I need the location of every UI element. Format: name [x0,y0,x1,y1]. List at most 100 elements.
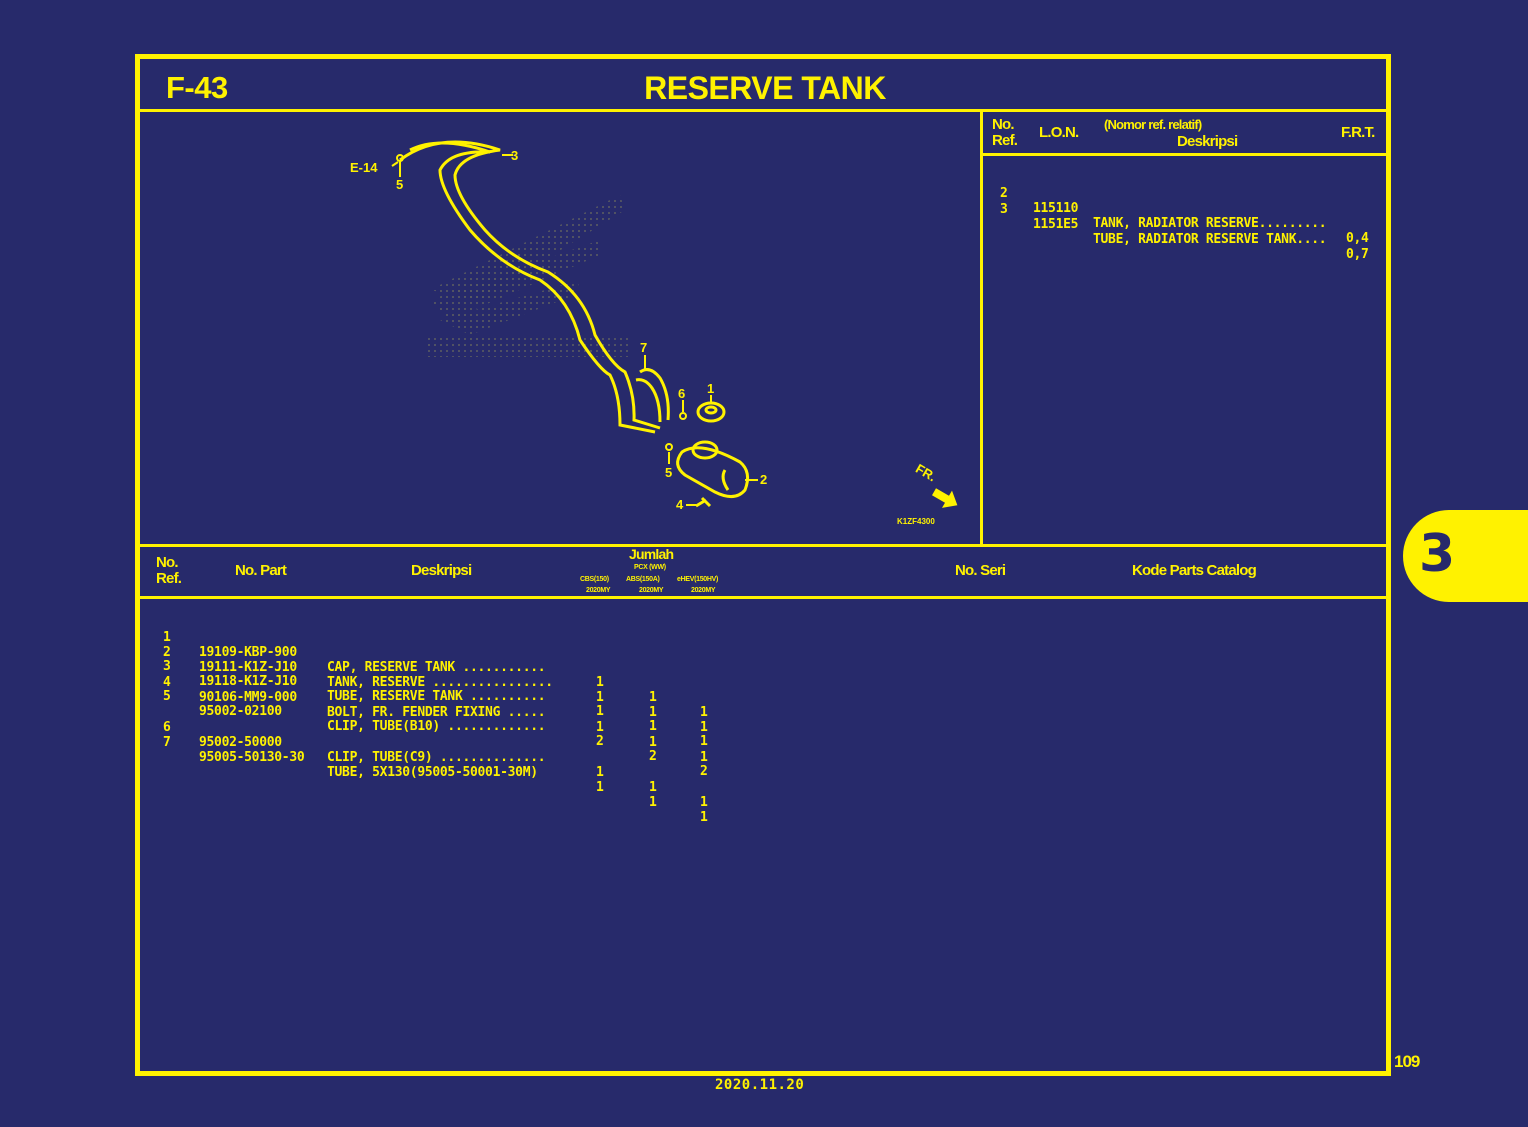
part-qty-abs: 1 [649,719,657,734]
frt-lon: 115110 [1033,201,1079,216]
frt-header-no-ref: No. Ref. [992,116,1018,149]
honda-watermark [428,195,628,357]
part-number: 95002-02100 [199,704,282,719]
part-number: 19109-KBP-900 [199,645,297,660]
part-ref: 6 [163,720,171,735]
frt-row: 2 115110 TANK, RADIATOR RESERVE.........… [1000,171,1369,246]
figure-code-label: K1ZF4300 [897,517,935,526]
part-qty-ehev: 1 [700,720,708,735]
part-qty-abs: 1 [649,780,657,795]
page-number: 109 [1394,1052,1420,1071]
part-qty-cbs: 1 [596,675,604,690]
part-desc: TANK, RESERVE ................ [327,675,553,690]
part-number: 95005-50130-30 [199,750,305,765]
part-number: 19111-K1Z-J10 [199,660,297,675]
part-qty-cbs: 1 [596,780,604,795]
frt-value: 0,7 [1346,247,1369,262]
page-title: RESERVE TANK [644,70,886,106]
figure-code: F-43 [166,70,228,105]
part-ref: 7 [163,735,171,750]
parts-header-qty: Jumlah [629,546,674,562]
parts-row: 2 19111-K1Z-J10 TANK, RESERVE ..........… [163,630,708,735]
parts-header-desc: Deskripsi [411,562,472,579]
parts-header-catalog: Kode Parts Catalog [1132,562,1257,579]
parts-row: 3 19118-K1Z-J10 TUBE, RESERVE TANK .....… [163,644,708,749]
frt-header-lon: L.O.N. [1039,124,1079,141]
parts-row: 6 95002-50000 CLIP, TUBE(C9) ...........… [163,705,708,810]
callout-2: 2 [760,472,767,487]
parts-header-no-ref: No. Ref. [156,554,182,587]
part-qty-cbs: 1 [596,720,604,735]
parts-header-year-1: 2020MY [586,587,611,594]
frt-lon: 1151E5 [1033,217,1079,232]
part-qty-cbs: 1 [596,765,604,780]
exploded-diagram: E-14 5 3 7 6 1 5 2 4 FR. K1ZF4300 [140,114,980,544]
parts-row: 5 95002-02100 CLIP, TUBE(B10) ..........… [163,674,708,779]
frt-ref: 3 [1000,202,1008,217]
part-number: 90106-MM9-000 [199,690,297,705]
frt-ref: 2 [1000,186,1008,201]
parts-header-no-ref-line1: No. [156,554,179,571]
frt-header-frt: F.R.T. [1341,124,1375,141]
part-desc: BOLT, FR. FENDER FIXING ..... [327,705,546,720]
part-qty-cbs: 2 [596,734,604,749]
part-number: 19118-K1Z-J10 [199,674,297,689]
frt-desc: TUBE, RADIATOR RESERVE TANK.... [1093,232,1327,247]
parts-header-no-ref-line2: Ref. [156,570,182,587]
part-number: 95002-50000 [199,735,282,750]
callout-1: 1 [707,381,714,396]
callout-3: 3 [511,148,518,163]
part-ref: 3 [163,659,171,674]
ref-e14: E-14 [350,160,378,175]
part-qty-abs: 1 [649,795,657,810]
part-desc: CAP, RESERVE TANK ........... [327,660,546,675]
title-divider [140,109,1386,112]
part-qty-abs: 2 [649,749,657,764]
parts-header-variant-ehev: eHEV(150HV) [677,576,719,583]
callout-6: 6 [678,386,685,401]
table-top-divider [140,544,1386,547]
publication-date: 2020.11.20 [715,1077,805,1093]
frt-header-no-ref-line1: No. [992,116,1015,133]
frt-header-no-ref-line2: Ref. [992,132,1018,149]
part-qty-ehev: 1 [700,734,708,749]
part-qty-ehev: 1 [700,705,708,720]
section-tab[interactable]: 3 [1403,510,1528,602]
parts-header-serial: No. Seri [955,562,1006,579]
frt-header-desc: Deskripsi [1177,133,1238,150]
part-ref: 4 [163,675,171,690]
parts-row: 7 95005-50130-30 TUBE, 5X130(95005-50001… [163,720,708,825]
frt-header-divider [983,153,1386,156]
parts-header-year-2: 2020MY [639,587,664,594]
part-desc: CLIP, TUBE(C9) .............. [327,750,546,765]
diagram-divider [980,112,983,546]
part-ref: 2 [163,645,171,660]
callout-4: 4 [676,497,684,512]
svg-text:FR.: FR. [913,461,939,484]
part-qty-ehev: 1 [700,810,708,825]
parts-header-model: PCX (WW) [634,564,666,571]
part-qty-abs: 1 [649,735,657,750]
parts-row: 4 90106-MM9-000 BOLT, FR. FENDER FIXING … [163,660,708,765]
parts-header-variant-cbs: CBS(150) [580,576,609,583]
front-direction-arrow: FR. [913,461,958,508]
frt-value: 0,4 [1346,231,1369,246]
parts-header-year-3: 2020MY [691,587,716,594]
parts-header-variant-abs: ABS(150A) [626,576,660,583]
part-qty-abs: 1 [649,705,657,720]
frt-header-desc-relative: (Nomor ref. relatif) [1104,117,1202,132]
part-ref: 5 [163,689,171,704]
part-ref: 1 [163,630,171,645]
part-qty-cbs: 1 [596,704,604,719]
callout-5a: 5 [396,177,403,192]
part-desc: CLIP, TUBE(B10) ............. [327,719,546,734]
part-qty-ehev: 2 [700,764,708,779]
callout-7: 7 [640,340,647,355]
parts-row: 1 19109-KBP-900 CAP, RESERVE TANK ......… [163,615,708,720]
parts-header-part-no: No. Part [235,562,287,579]
page-frame [135,54,1391,1076]
part-desc: TUBE, 5X130(95005-50001-30M) [327,765,538,780]
frt-desc: TANK, RADIATOR RESERVE......... [1093,216,1327,231]
part-desc: TUBE, RESERVE TANK .......... [327,689,546,704]
part-qty-ehev: 1 [700,795,708,810]
